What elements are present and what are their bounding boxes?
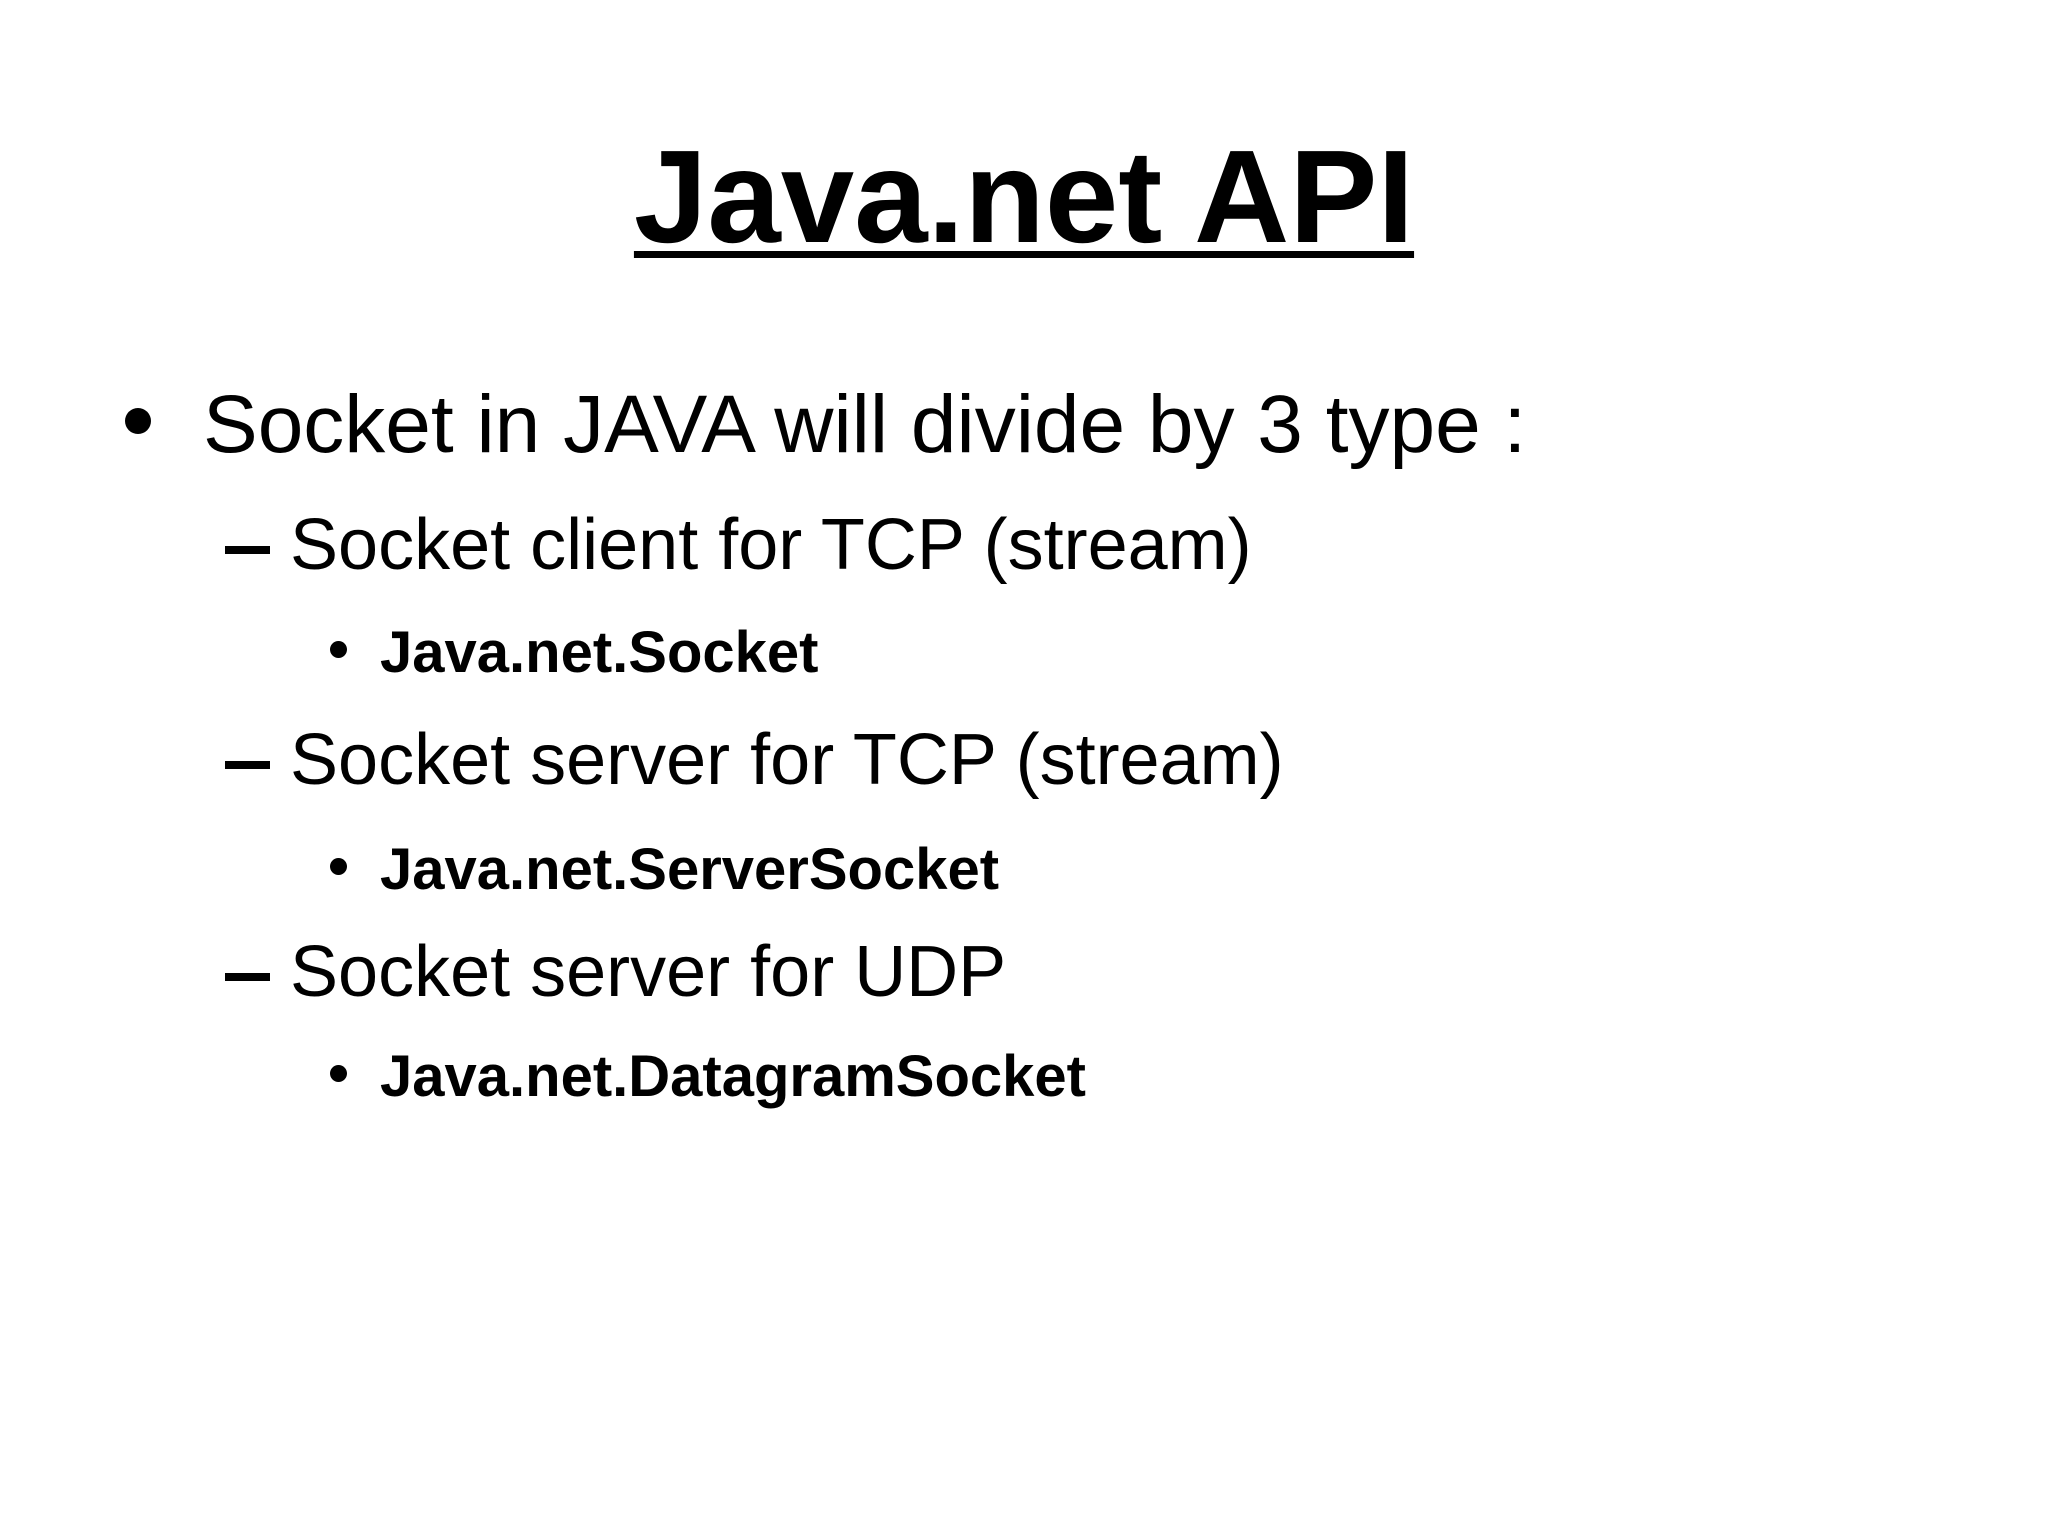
sub-bullet-dot-icon [330, 1065, 347, 1082]
slide-title-text: Java.net API [633, 123, 1415, 270]
bullet-text: Socket client for TCP (stream) [290, 505, 1252, 585]
bullet-text: Socket in JAVA will divide by 3 type : [203, 379, 1527, 470]
sub-bullet-dot-icon [330, 858, 347, 875]
bullet-dot-icon [125, 408, 151, 434]
bullet-text: Java.net.DatagramSocket [380, 1044, 1086, 1109]
dash-icon [225, 973, 270, 981]
slide-title: Java.net API [0, 131, 2048, 263]
dash-icon [225, 761, 270, 769]
dash-icon [225, 546, 270, 554]
sub-bullet-dot-icon [330, 641, 347, 658]
bullet-text: Java.net.Socket [380, 620, 819, 685]
bullet-text: Socket server for TCP (stream) [290, 720, 1284, 800]
bullet-text: Java.net.ServerSocket [380, 837, 1000, 902]
bullet-text: Socket server for UDP [290, 932, 1007, 1012]
